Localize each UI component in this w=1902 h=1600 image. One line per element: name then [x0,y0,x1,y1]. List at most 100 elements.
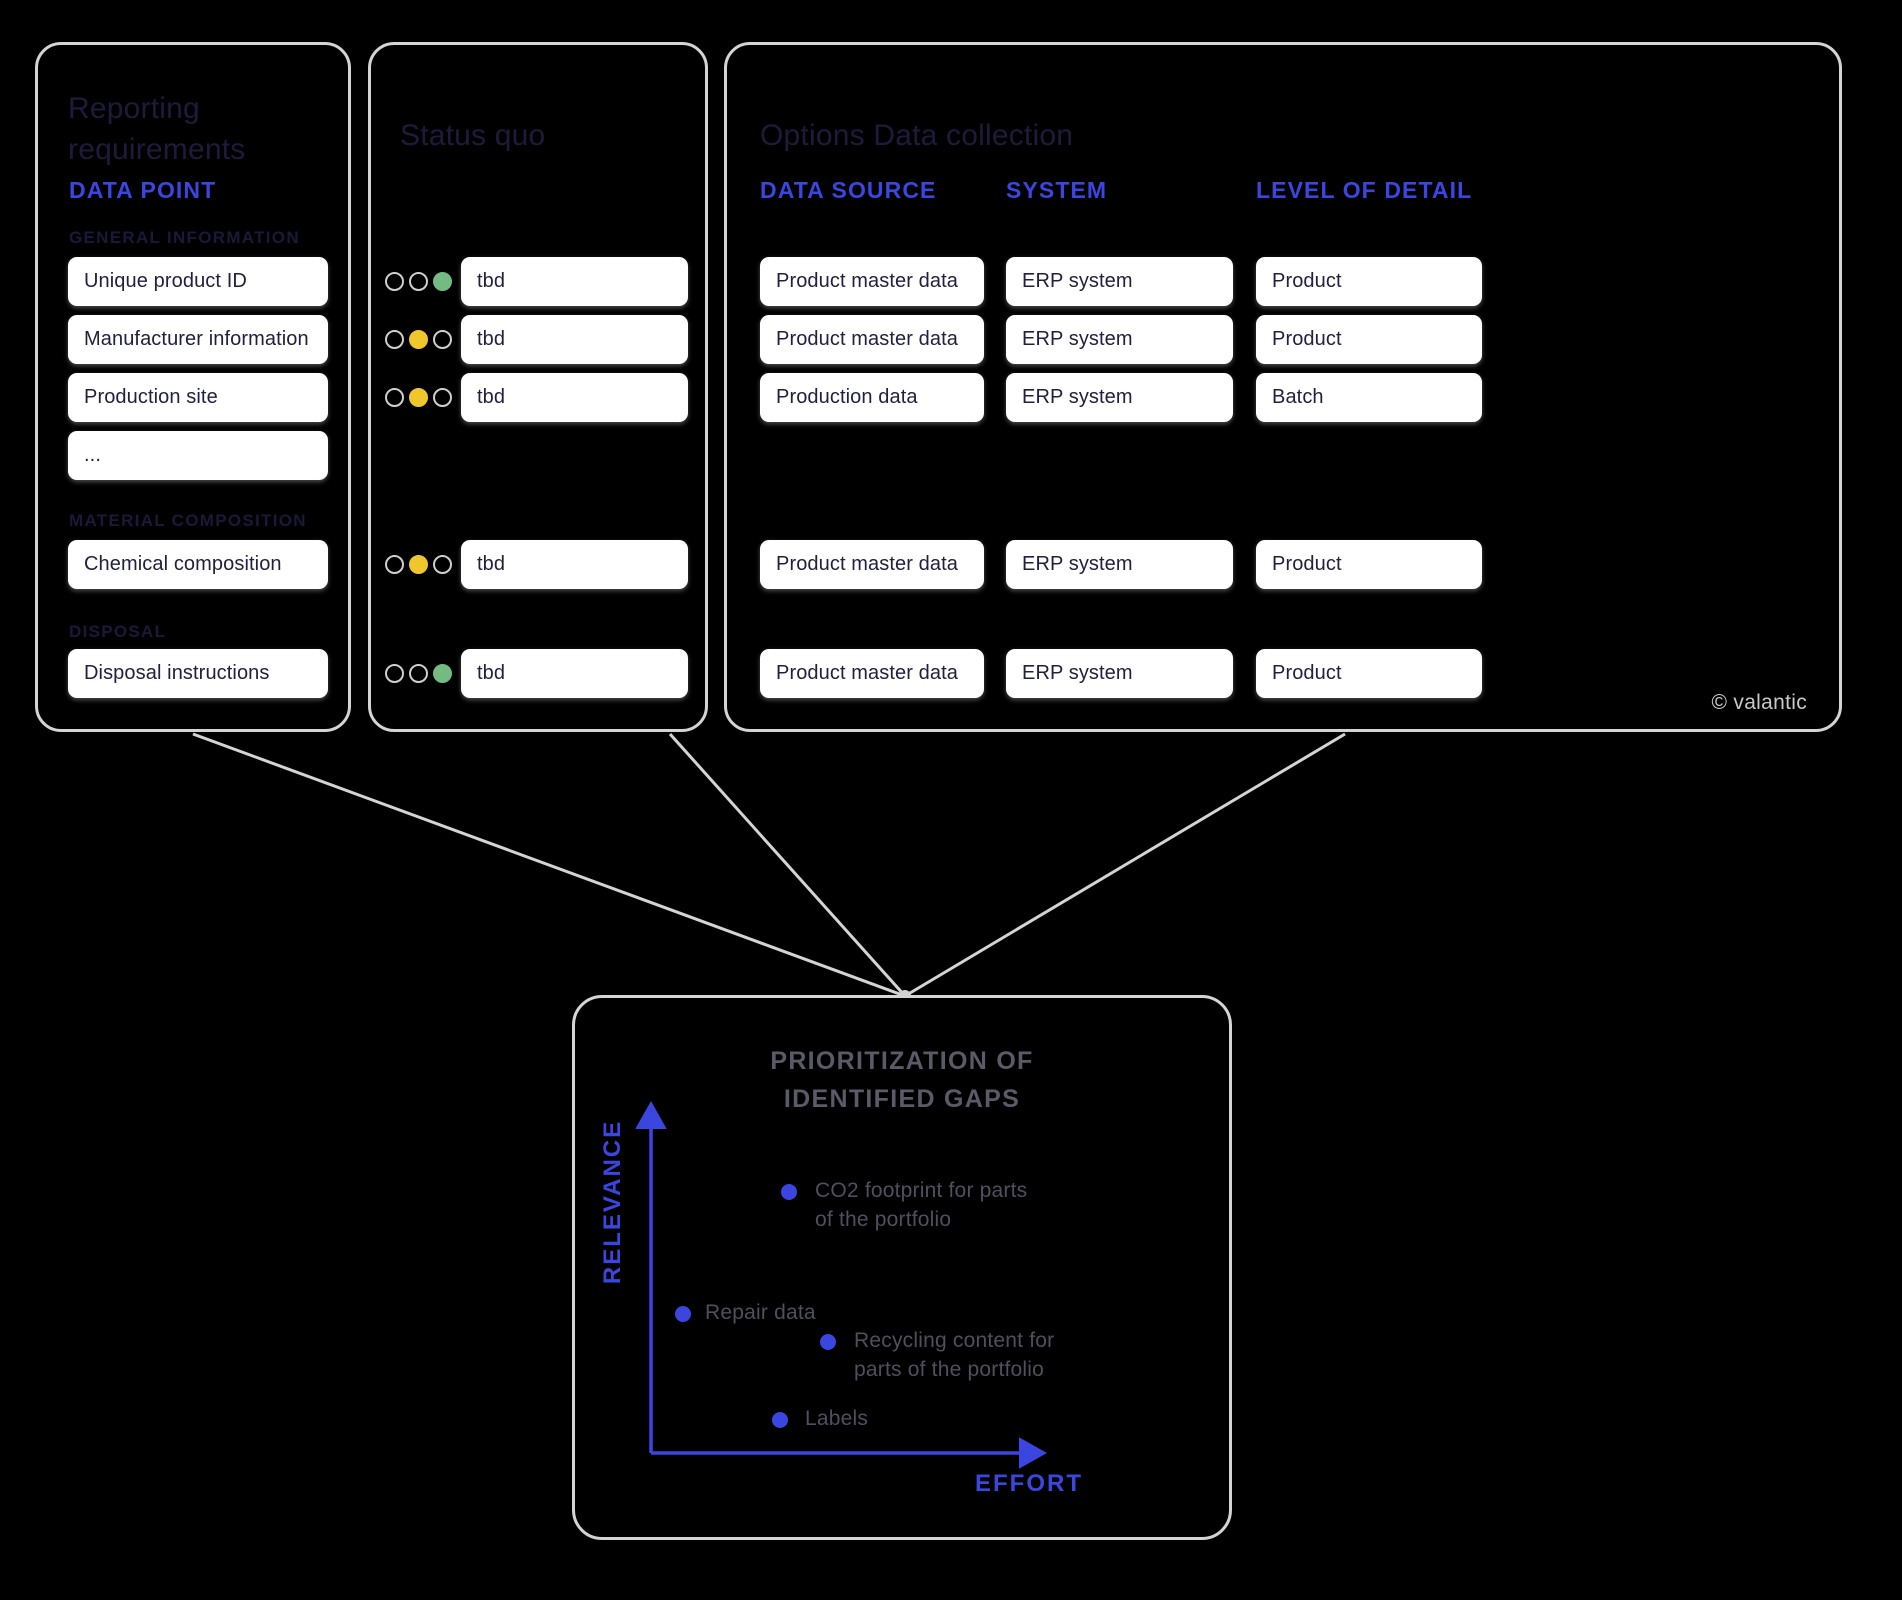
group-header-general-information: GENERAL INFORMATION [69,228,300,247]
chart-point-dot[interactable] [820,1334,836,1350]
data-point-card[interactable]: Manufacturer information [68,315,328,364]
status-dot-empty [385,330,404,349]
panel-title-reporting: Reporting requirements [68,92,246,166]
system-label: ERP system [1022,328,1133,350]
data-point-label: Chemical composition [84,553,282,575]
status-dot-yellow [409,388,428,407]
status-value-card[interactable]: tbd [461,315,688,364]
status-value-label: tbd [477,386,506,408]
system-card[interactable]: ERP system [1006,649,1233,698]
status-dot-yellow [409,330,428,349]
group-header-material-composition: MATERIAL COMPOSITION [69,511,307,530]
status-dot-empty [385,555,404,574]
column-header-data-point: DATA POINT [69,177,217,203]
status-indicator[interactable] [385,315,452,364]
panel-reporting-requirements: Reporting requirements DATA POINT GENERA… [35,42,351,732]
panel-title-status-quo: Status quo [400,119,546,152]
status-dot-green [433,272,452,291]
data-source-card[interactable]: Product master data [760,540,984,589]
column-header-system: SYSTEM [1006,177,1108,203]
data-point-card[interactable]: Disposal instructions [68,649,328,698]
system-card[interactable]: ERP system [1006,540,1233,589]
status-value-card[interactable]: tbd [461,373,688,422]
status-dot-empty [409,664,428,683]
chart-point-label: Recycling content for parts of the portf… [854,1329,1055,1381]
system-label: ERP system [1022,270,1133,292]
chart-point-dot[interactable] [772,1412,788,1428]
status-dot-empty [433,388,452,407]
data-source-card[interactable]: Product master data [760,315,984,364]
system-label: ERP system [1022,553,1133,575]
status-indicator[interactable] [385,257,452,306]
chart-point-dot[interactable] [781,1184,797,1200]
column-header-level-of-detail: LEVEL OF DETAIL [1256,177,1473,203]
status-value-label: tbd [477,553,506,575]
data-point-card[interactable]: Chemical composition [68,540,328,589]
chart-point-label: Repair data [705,1301,816,1324]
data-source-label: Product master data [776,553,958,575]
status-dot-empty [385,272,404,291]
status-indicator[interactable] [385,540,452,589]
status-dot-empty [385,664,404,683]
data-point-card[interactable]: Unique product ID [68,257,328,306]
data-point-label: Disposal instructions [84,662,270,684]
data-source-label: Production data [776,386,918,408]
group-header-disposal: DISPOSAL [69,622,167,641]
status-dot-empty [433,555,452,574]
system-card[interactable]: ERP system [1006,373,1233,422]
column-header-data-source: DATA SOURCE [760,177,937,203]
status-dot-yellow [409,555,428,574]
data-point-label: Manufacturer information [84,328,309,350]
status-dot-green [433,664,452,683]
copyright-credit: © valantic [1711,691,1807,714]
level-of-detail-card[interactable]: Product [1256,540,1482,589]
status-value-label: tbd [477,328,506,350]
level-of-detail-card[interactable]: Product [1256,257,1482,306]
level-of-detail-label: Product [1272,662,1342,684]
chart-y-axis-label: RELEVANCE [599,1119,626,1285]
status-value-card[interactable]: tbd [461,649,688,698]
level-of-detail-label: Product [1272,328,1342,350]
system-label: ERP system [1022,662,1133,684]
chart-point-dot[interactable] [675,1306,691,1322]
data-point-label: Unique product ID [84,270,247,292]
status-indicator[interactable] [385,373,452,422]
data-source-label: Product master data [776,270,958,292]
status-dot-empty [409,272,428,291]
data-point-card-ellipsis[interactable]: ... [68,431,328,480]
data-point-label: Production site [84,386,218,408]
status-dot-empty [433,330,452,349]
status-indicator[interactable] [385,649,452,698]
data-point-label: ... [84,444,101,466]
chart-point-label: CO2 footprint for parts of the portfolio [815,1179,1028,1231]
level-of-detail-label: Batch [1272,386,1324,408]
level-of-detail-card[interactable]: Product [1256,315,1482,364]
panel-status-quo: Status quo tbd tbd tbd [368,42,708,732]
system-label: ERP system [1022,386,1133,408]
status-value-card[interactable]: tbd [461,540,688,589]
status-value-card[interactable]: tbd [461,257,688,306]
chart-x-axis-label: EFFORT [975,1470,1083,1497]
data-source-card[interactable]: Product master data [760,649,984,698]
data-point-card[interactable]: Production site [68,373,328,422]
level-of-detail-card[interactable]: Product [1256,649,1482,698]
level-of-detail-label: Product [1272,553,1342,575]
panel-prioritization-chart: PRIORITIZATION OF IDENTIFIED GAPS RELEVA… [572,995,1232,1540]
chart-title: PRIORITIZATION OF IDENTIFIED GAPS [770,1047,1034,1113]
data-source-card[interactable]: Production data [760,373,984,422]
level-of-detail-card[interactable]: Batch [1256,373,1482,422]
system-card[interactable]: ERP system [1006,257,1233,306]
data-source-label: Product master data [776,662,958,684]
status-value-label: tbd [477,662,506,684]
data-source-label: Product master data [776,328,958,350]
system-card[interactable]: ERP system [1006,315,1233,364]
panel-title-options: Options Data collection [760,119,1074,152]
chart-axes [635,1101,1047,1469]
panel-options-data-collection: Options Data collection DATA SOURCE SYST… [724,42,1842,732]
data-source-card[interactable]: Product master data [760,257,984,306]
level-of-detail-label: Product [1272,270,1342,292]
status-value-label: tbd [477,270,506,292]
status-dot-empty [385,388,404,407]
